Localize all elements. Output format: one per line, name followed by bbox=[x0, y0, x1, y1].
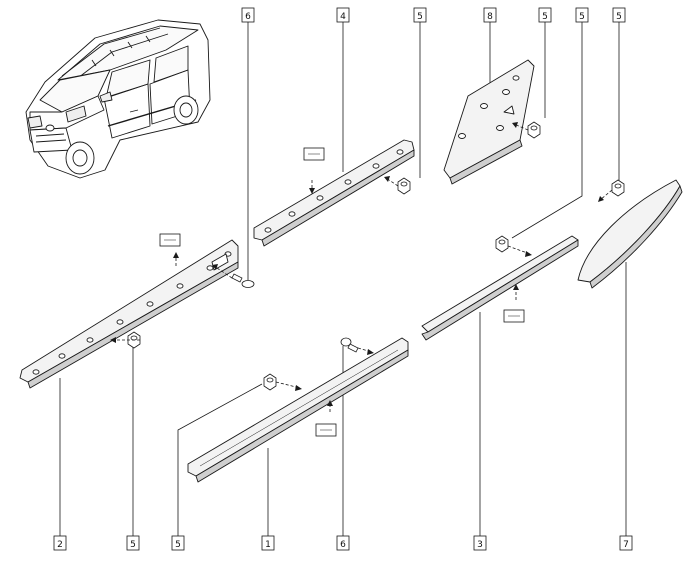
nut-5-part1 bbox=[263, 373, 277, 391]
callout-5-bottom-a: 5 bbox=[126, 535, 140, 551]
callout-5-top-c: 5 bbox=[575, 7, 589, 23]
callout-3: 3 bbox=[473, 535, 487, 551]
screw-6-lower bbox=[340, 337, 359, 353]
nut-5-part4 bbox=[397, 177, 411, 195]
callout-1: 1 bbox=[261, 535, 275, 551]
svg-text:5: 5 bbox=[542, 12, 548, 22]
callout-4: 4 bbox=[336, 7, 350, 23]
svg-text:8: 8 bbox=[487, 12, 493, 22]
callout-6-bottom: 6 bbox=[336, 535, 350, 551]
callout-2: 2 bbox=[53, 535, 67, 551]
callout-5-bottom-b: 5 bbox=[171, 535, 185, 551]
svg-text:5: 5 bbox=[175, 540, 181, 550]
svg-text:6: 6 bbox=[340, 540, 346, 550]
svg-text:5: 5 bbox=[417, 12, 423, 22]
svg-text:6: 6 bbox=[245, 12, 251, 22]
part-1-molding bbox=[187, 337, 409, 483]
part-8-trim bbox=[443, 59, 535, 185]
callout-5-top-a: 5 bbox=[413, 7, 427, 23]
callout-5-top-d: 5 bbox=[612, 7, 626, 23]
van-illustration bbox=[25, 19, 211, 179]
svg-text:5: 5 bbox=[130, 540, 136, 550]
part-2-molding bbox=[19, 239, 239, 389]
assembly-arrowheads bbox=[110, 122, 604, 406]
callouts: 6 4 5 8 5 5 5 2 bbox=[53, 7, 633, 551]
fasteners bbox=[127, 121, 625, 391]
part-4-molding bbox=[253, 139, 415, 247]
nut-5-part7 bbox=[611, 179, 625, 197]
callout-6-top: 6 bbox=[241, 7, 255, 23]
adhesive-tags bbox=[159, 147, 525, 437]
svg-text:5: 5 bbox=[616, 12, 622, 22]
svg-text:1: 1 bbox=[265, 540, 271, 550]
screw-6-upper bbox=[231, 273, 255, 288]
callout-7: 7 bbox=[619, 535, 633, 551]
leader-lines bbox=[59, 22, 627, 536]
part-7-trim bbox=[577, 179, 683, 289]
svg-text:2: 2 bbox=[57, 540, 63, 550]
nut-5-part3 bbox=[495, 235, 509, 253]
callout-5-top-b: 5 bbox=[538, 7, 552, 23]
svg-text:3: 3 bbox=[477, 540, 483, 550]
part-3-molding bbox=[421, 235, 579, 341]
callout-8: 8 bbox=[483, 7, 497, 23]
svg-text:4: 4 bbox=[340, 12, 346, 22]
svg-text:5: 5 bbox=[579, 12, 585, 22]
nut-5-part8 bbox=[527, 121, 541, 139]
svg-text:7: 7 bbox=[623, 540, 629, 550]
